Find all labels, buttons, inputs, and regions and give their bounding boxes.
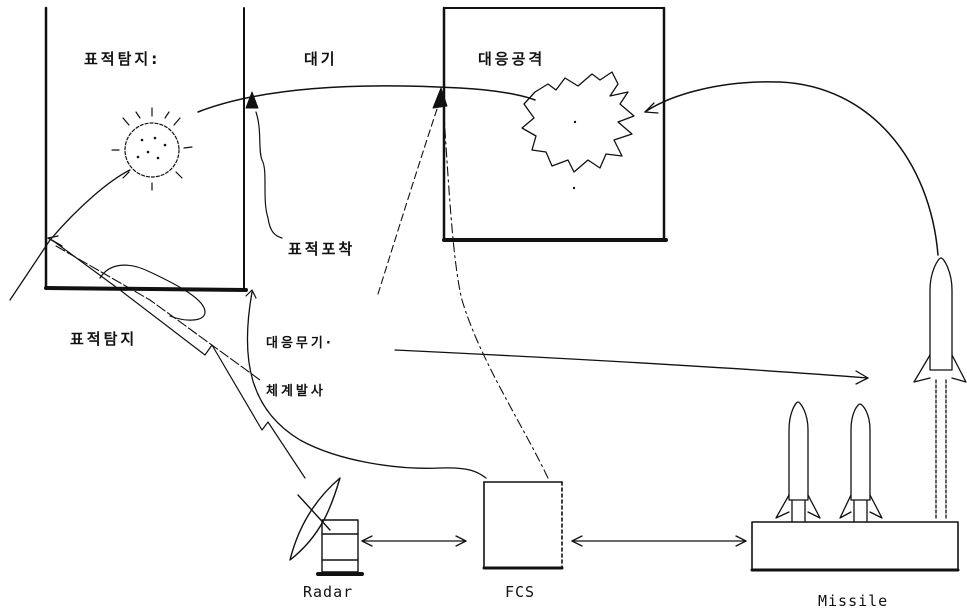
- fcs-link-curve: [246, 291, 487, 479]
- missile-flight-path: [644, 81, 939, 256]
- fcs-box: [482, 481, 564, 570]
- fcs-dashed-line: [442, 101, 549, 479]
- target-dots: [136, 136, 167, 160]
- weapon-dashed-line: [377, 99, 441, 295]
- explosion-icon: [521, 71, 635, 173]
- target-trajectory-arc: [197, 85, 536, 113]
- incoming-line: [9, 239, 51, 301]
- radar-beam-line-2: [55, 245, 261, 381]
- response-marker-icon: [432, 87, 448, 109]
- tracking-label: 표적포착: [288, 240, 356, 258]
- missile-2-icon: [839, 403, 883, 523]
- tracking-pointer: [255, 111, 283, 239]
- detection-stage-box: [44, 6, 248, 292]
- radar-loop-curve: [99, 264, 206, 321]
- fcs-label: FCS: [505, 583, 536, 601]
- launched-missile-icon: [913, 257, 967, 521]
- detection-arc: [49, 169, 131, 241]
- wait-marker-icon: [245, 91, 259, 109]
- radar-beam-line: [51, 239, 306, 479]
- weapon-launch-arrow: [394, 349, 869, 379]
- wait-stage-label: 대기: [304, 50, 338, 68]
- radar-fcs-arrow: [361, 535, 467, 547]
- target-object-icon: [111, 107, 193, 191]
- response-stage-box: [442, 6, 668, 242]
- weapon-label: 대응무기·: [266, 336, 334, 351]
- detection-stage-label: 표적탐지:: [84, 50, 161, 68]
- response-stage-label: 대응공격: [478, 50, 546, 68]
- radar-label: Radar: [303, 583, 354, 601]
- launch-label: 체계발사: [266, 384, 326, 399]
- missile-launcher-box: [750, 521, 960, 572]
- fcs-missile-arrow: [571, 535, 747, 547]
- missile-1-icon: [775, 401, 821, 523]
- missile-label: Missile: [818, 592, 889, 610]
- radar-icon: [289, 477, 364, 576]
- detection-label: 표적탐지: [70, 330, 138, 348]
